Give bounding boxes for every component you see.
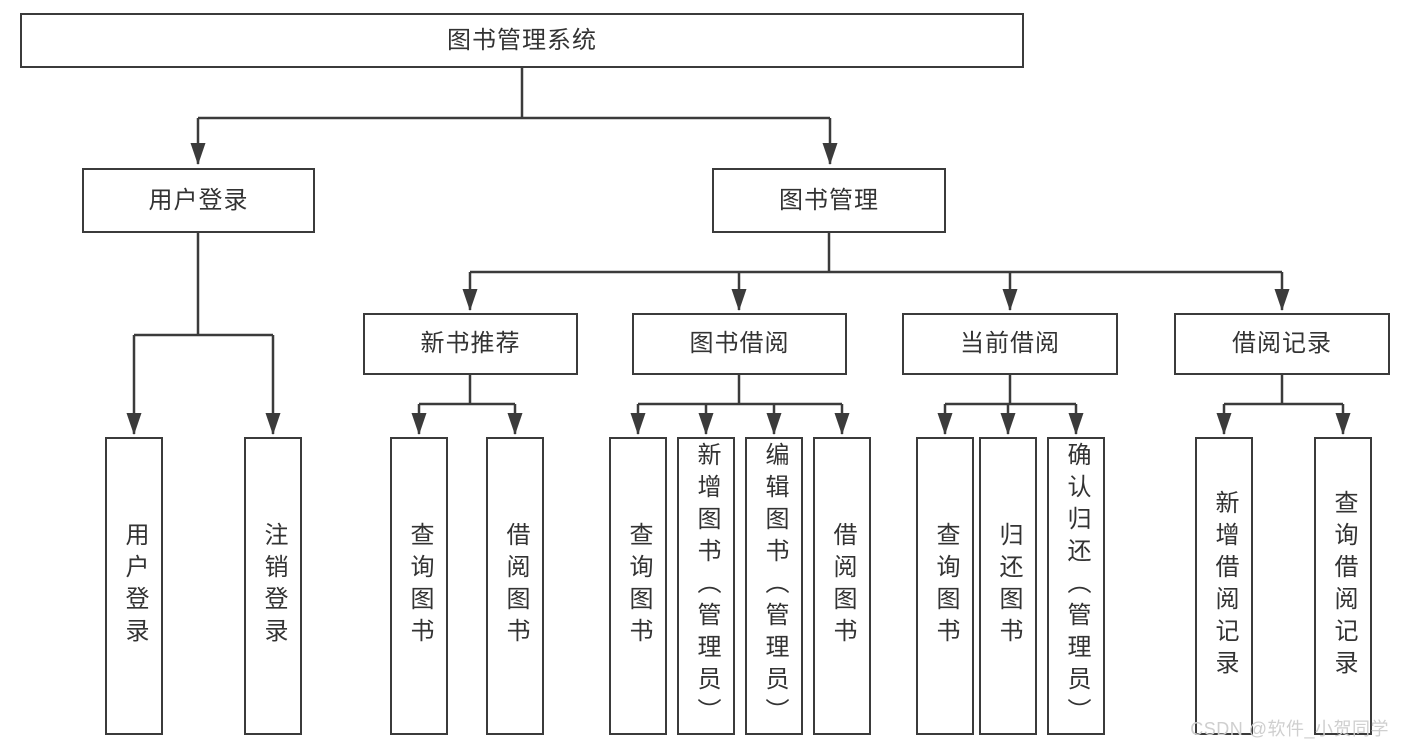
node-leaf-return-books: 归还图书 (979, 437, 1037, 735)
leaf-label: 借阅图书 (829, 522, 856, 650)
leaf-label: 确认归还（管理员） (1063, 442, 1090, 730)
node-leaf-query-borrow-record: 查询借阅记录 (1314, 437, 1372, 735)
node-library-system: 图书管理系统 (20, 13, 1024, 68)
leaf-label: 查询图书 (625, 522, 652, 650)
node-current-borrowing: 当前借阅 (902, 313, 1118, 375)
leaf-label: 用户登录 (121, 522, 148, 650)
node-book-borrowing: 图书借阅 (632, 313, 847, 375)
node-borrow-records: 借阅记录 (1174, 313, 1390, 375)
node-leaf-query-books-2: 查询图书 (609, 437, 667, 735)
leaf-label: 编辑图书（管理员） (761, 442, 788, 730)
node-leaf-add-book-admin: 新增图书（管理员） (677, 437, 735, 735)
node-user-login: 用户登录 (82, 168, 315, 233)
node-leaf-logout: 注销登录 (244, 437, 302, 735)
leaf-label: 归还图书 (995, 522, 1022, 650)
node-leaf-confirm-return-admin: 确认归还（管理员） (1047, 437, 1105, 735)
leaf-label: 借阅图书 (502, 522, 529, 650)
node-leaf-query-books-1: 查询图书 (390, 437, 448, 735)
node-leaf-add-borrow-record: 新增借阅记录 (1195, 437, 1253, 735)
leaf-label: 查询图书 (406, 522, 433, 650)
node-book-management: 图书管理 (712, 168, 946, 233)
leaf-label: 新增图书（管理员） (693, 442, 720, 730)
leaf-label: 查询图书 (932, 522, 959, 650)
node-leaf-edit-book-admin: 编辑图书（管理员） (745, 437, 803, 735)
node-leaf-borrow-books-2: 借阅图书 (813, 437, 871, 735)
leaf-label: 查询借阅记录 (1330, 490, 1357, 682)
node-new-book-recommend: 新书推荐 (363, 313, 578, 375)
leaf-label: 注销登录 (260, 522, 287, 650)
node-leaf-user-login: 用户登录 (105, 437, 163, 735)
node-leaf-query-books-3: 查询图书 (916, 437, 974, 735)
node-leaf-borrow-books-1: 借阅图书 (486, 437, 544, 735)
leaf-label: 新增借阅记录 (1211, 490, 1238, 682)
csdn-watermark: CSDN @软件_小贺同学 (1190, 719, 1389, 739)
